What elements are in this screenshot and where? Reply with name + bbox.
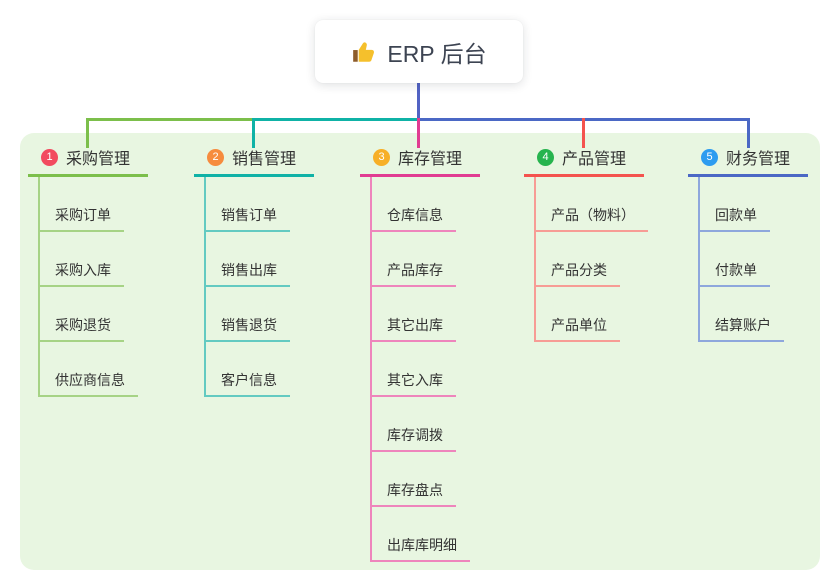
branch-4-product: 4 产品管理 产品（物料） 产品分类 产品单位 bbox=[524, 146, 648, 342]
child-topic[interactable]: 客户信息 bbox=[204, 342, 314, 397]
child-topic[interactable]: 采购入库 bbox=[38, 232, 148, 287]
drop-branch-3 bbox=[417, 118, 420, 148]
child-topic[interactable]: 产品库存 bbox=[370, 232, 480, 287]
child-topic[interactable]: 其它入库 bbox=[370, 342, 480, 397]
child-topic[interactable]: 供应商信息 bbox=[38, 342, 148, 397]
branch-1-purchase: 1 采购管理 采购订单 采购入库 采购退货 供应商信息 bbox=[28, 146, 148, 397]
branches-panel bbox=[20, 133, 820, 570]
branch-3-inventory: 3 库存管理 仓库信息 产品库存 其它出库 其它入库 库存调拨 库存盘点 出库库… bbox=[360, 146, 480, 562]
root-topic-label: ERP 后台 bbox=[387, 40, 487, 67]
rail-branch-2 bbox=[252, 118, 418, 121]
thumbs-up-icon bbox=[351, 39, 377, 65]
drop-branch-5 bbox=[747, 118, 750, 148]
branch-children: 产品（物料） 产品分类 产品单位 bbox=[534, 177, 648, 342]
branch-children: 销售订单 销售出库 销售退货 客户信息 bbox=[204, 177, 314, 397]
branch-child-connector bbox=[698, 177, 700, 342]
branch-topic-label: 财务管理 bbox=[726, 151, 791, 168]
child-topic[interactable]: 销售出库 bbox=[204, 232, 314, 287]
branch-number-badge: 2 bbox=[207, 148, 224, 166]
child-topic[interactable]: 结算账户 bbox=[698, 287, 808, 342]
branch-topic[interactable]: 2 销售管理 bbox=[194, 146, 314, 177]
child-topic[interactable]: 采购订单 bbox=[38, 177, 148, 232]
branch-number-badge: 4 bbox=[537, 148, 554, 166]
root-connector bbox=[417, 83, 420, 119]
child-topic[interactable]: 产品单位 bbox=[534, 287, 644, 342]
child-topic[interactable]: 付款单 bbox=[698, 232, 808, 287]
child-topic[interactable]: 销售订单 bbox=[204, 177, 314, 232]
drop-branch-4 bbox=[582, 118, 585, 148]
child-topic[interactable]: 库存调拨 bbox=[370, 397, 480, 452]
branch-topic[interactable]: 1 采购管理 bbox=[28, 146, 148, 177]
branch-children: 回款单 付款单 结算账户 bbox=[698, 177, 808, 342]
child-topic[interactable]: 采购退货 bbox=[38, 287, 148, 342]
child-topic[interactable]: 出库库明细 bbox=[370, 507, 480, 562]
root-topic[interactable]: ERP 后台 bbox=[315, 20, 523, 83]
branch-number-badge: 3 bbox=[373, 148, 390, 166]
child-topic[interactable]: 库存盘点 bbox=[370, 452, 480, 507]
branch-child-connector bbox=[204, 177, 206, 397]
branch-2-sales: 2 销售管理 销售订单 销售出库 销售退货 客户信息 bbox=[194, 146, 314, 397]
branch-number-badge: 1 bbox=[41, 148, 58, 166]
branch-number-badge: 5 bbox=[701, 148, 718, 166]
branch-topic-label: 采购管理 bbox=[66, 151, 131, 168]
child-topic[interactable]: 产品分类 bbox=[534, 232, 644, 287]
branch-child-connector bbox=[38, 177, 40, 397]
child-topic[interactable]: 其它出库 bbox=[370, 287, 480, 342]
branch-topic-label: 销售管理 bbox=[232, 151, 297, 168]
drop-branch-2 bbox=[252, 118, 255, 148]
branch-topic-label: 库存管理 bbox=[398, 151, 463, 168]
branch-topic[interactable]: 4 产品管理 bbox=[524, 146, 644, 177]
rail-branch-1 bbox=[86, 118, 255, 121]
drop-branch-1 bbox=[86, 118, 89, 148]
branch-child-connector bbox=[534, 177, 536, 342]
branch-topic[interactable]: 5 财务管理 bbox=[688, 146, 808, 177]
branch-5-finance: 5 财务管理 回款单 付款单 结算账户 bbox=[688, 146, 808, 342]
child-topic[interactable]: 仓库信息 bbox=[370, 177, 480, 232]
child-topic[interactable]: 回款单 bbox=[698, 177, 808, 232]
child-topic[interactable]: 产品（物料） bbox=[534, 177, 648, 232]
branch-children: 仓库信息 产品库存 其它出库 其它入库 库存调拨 库存盘点 出库库明细 bbox=[370, 177, 480, 562]
child-topic[interactable]: 销售退货 bbox=[204, 287, 314, 342]
branch-topic-label: 产品管理 bbox=[562, 151, 627, 168]
branch-child-connector bbox=[370, 177, 372, 562]
branch-children: 采购订单 采购入库 采购退货 供应商信息 bbox=[38, 177, 148, 397]
branch-topic[interactable]: 3 库存管理 bbox=[360, 146, 480, 177]
